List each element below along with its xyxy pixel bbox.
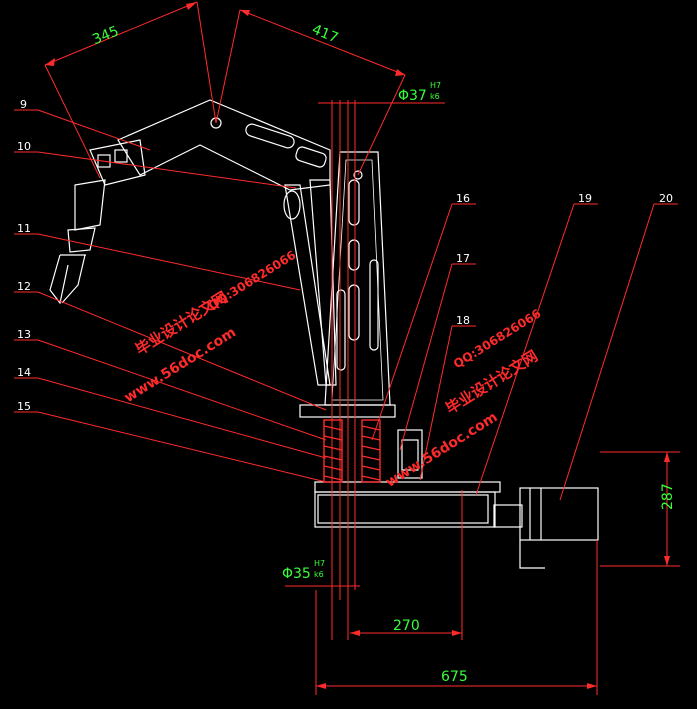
dimension-417: 417 — [310, 22, 341, 47]
callout-19: 19 — [578, 192, 592, 205]
callout-17: 17 — [456, 252, 470, 265]
dimension-lines — [14, 1, 680, 695]
bearing-hatch — [323, 419, 381, 483]
watermark-right: www.56doc.com 毕业设计论文网 QQ:306826066 — [383, 306, 543, 491]
arrowheads — [45, 2, 670, 689]
bore-bottom-fit-upper: H7 — [314, 559, 325, 568]
dimension-270: 270 — [393, 618, 420, 634]
watermark-qq-left: QQ:306826066 — [206, 248, 299, 313]
dimension-345: 345 — [90, 23, 121, 48]
callout-18: 18 — [456, 314, 470, 327]
callout-14: 14 — [17, 366, 31, 379]
watermark-site-right: www.56doc.com — [383, 409, 500, 491]
robot-arm-outline — [49, 99, 599, 569]
callout-15: 15 — [17, 400, 31, 413]
dimension-287: 287 — [660, 483, 676, 510]
dimension-675: 675 — [441, 669, 468, 685]
bore-bottom-main: Φ35 — [282, 566, 311, 582]
bore-top-fit-upper: H7 — [430, 81, 441, 90]
callout-9: 9 — [20, 98, 27, 111]
watermark-site-left: www.56doc.com — [122, 325, 239, 407]
callout-11: 11 — [17, 222, 31, 235]
bore-top-main: Φ37 — [398, 88, 427, 104]
bore-top-fit-lower: k6 — [430, 92, 440, 101]
callout-12: 12 — [17, 280, 31, 293]
bore-bottom-fit-lower: k6 — [314, 570, 324, 579]
callout-10: 10 — [17, 140, 31, 153]
callout-13: 13 — [17, 328, 31, 341]
watermark-left: www.56doc.com 毕业设计论文网 QQ:306826066 — [122, 248, 299, 407]
callout-20: 20 — [659, 192, 673, 205]
callout-16: 16 — [456, 192, 470, 205]
